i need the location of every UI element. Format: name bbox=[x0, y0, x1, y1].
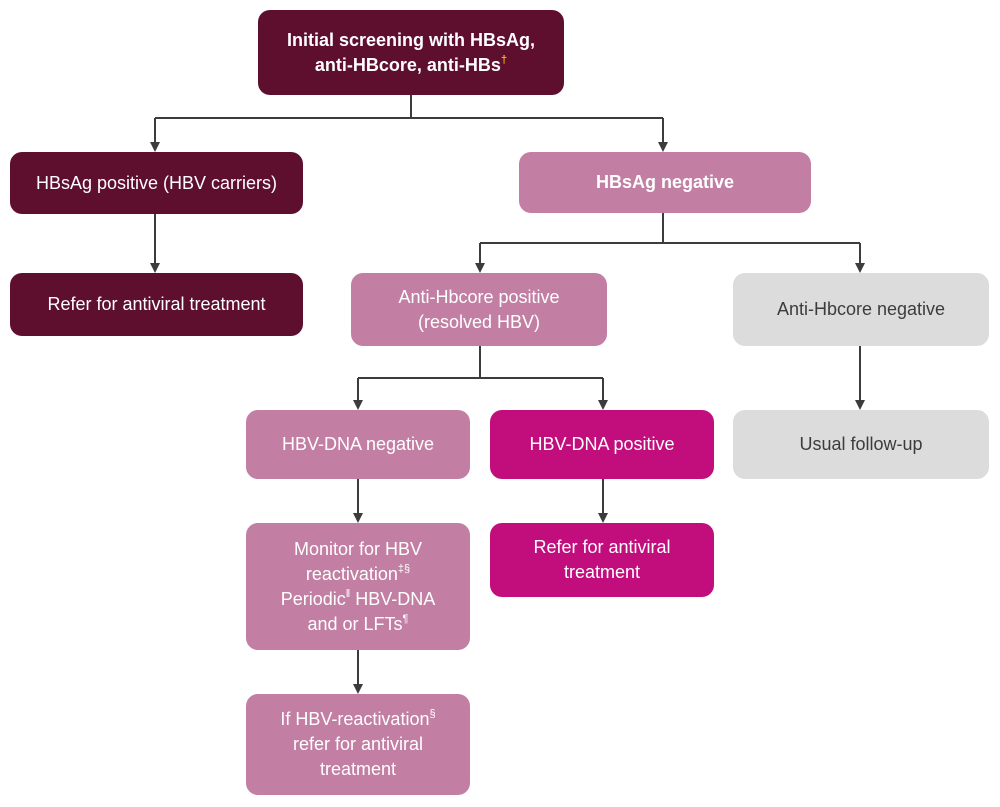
hbsag-negative-node: HBsAg negative bbox=[519, 152, 811, 213]
node-text: Initial screening with HBsAg, bbox=[286, 29, 536, 50]
initial-screening-node: Initial screening with HBsAg, anti-HBcore… bbox=[258, 10, 564, 95]
node-text: anti-HBcore, anti-HBs bbox=[314, 54, 501, 75]
node-text: and or LFTs bbox=[307, 613, 403, 634]
node-text: HBV-DNA bbox=[350, 588, 436, 609]
footnote-marker: ¶ bbox=[402, 612, 409, 625]
node-text: treatment bbox=[563, 562, 641, 582]
hbsag-positive-node: HBsAg positive (HBV carriers) bbox=[10, 152, 303, 214]
node-text: treatment bbox=[319, 759, 397, 779]
usual-followup-node: Usual follow-up bbox=[733, 410, 989, 479]
node-text: Usual follow-up bbox=[799, 434, 923, 454]
refer-antiviral-mid-node: Refer for antiviral treatment bbox=[490, 523, 714, 597]
node-text: HBsAg negative bbox=[595, 172, 735, 192]
footnote-marker: † bbox=[500, 53, 508, 66]
node-text: refer for antiviral bbox=[292, 734, 424, 754]
anti-hbcore-negative-node: Anti-Hbcore negative bbox=[733, 273, 989, 346]
node-text: HBV-DNA positive bbox=[529, 434, 675, 454]
hbv-dna-positive-node: HBV-DNA positive bbox=[490, 410, 714, 479]
monitor-reactivation-node: Monitor for HBV reactivation‡§ Periodic‖… bbox=[246, 523, 470, 650]
arrow-screening-branches bbox=[155, 95, 663, 119]
footnote-marker: ‡§ bbox=[397, 562, 411, 575]
node-text: (resolved HBV) bbox=[417, 311, 541, 332]
anti-hbcore-positive-node: Anti-Hbcore positive (resolved HBV) bbox=[351, 273, 607, 346]
node-text: Periodic bbox=[280, 588, 346, 609]
node-text: HBV-DNA negative bbox=[281, 434, 435, 454]
node-text: Anti-Hbcore negative bbox=[776, 299, 946, 319]
node-text: If HBV-reactivation bbox=[280, 709, 430, 729]
node-text: reactivation bbox=[305, 563, 398, 584]
hbv-dna-negative-node: HBV-DNA negative bbox=[246, 410, 470, 479]
footnote-marker: § bbox=[429, 708, 436, 720]
arrow-hbsag-negative-branches bbox=[480, 213, 860, 244]
if-reactivation-node: If HBV-reactivation§ refer for antiviral… bbox=[246, 694, 470, 795]
node-text: Refer for antiviral treatment bbox=[47, 294, 266, 314]
node-text: Refer for antiviral bbox=[533, 537, 671, 557]
node-text: Anti-Hbcore positive bbox=[398, 286, 560, 307]
footnote-marker: ‖ bbox=[345, 587, 351, 600]
node-text: HBsAg positive (HBV carriers) bbox=[35, 172, 278, 193]
refer-antiviral-left-node: Refer for antiviral treatment bbox=[10, 273, 303, 336]
node-text: Monitor for HBV bbox=[293, 538, 423, 559]
arrow-anti-positive-branches bbox=[358, 346, 603, 379]
